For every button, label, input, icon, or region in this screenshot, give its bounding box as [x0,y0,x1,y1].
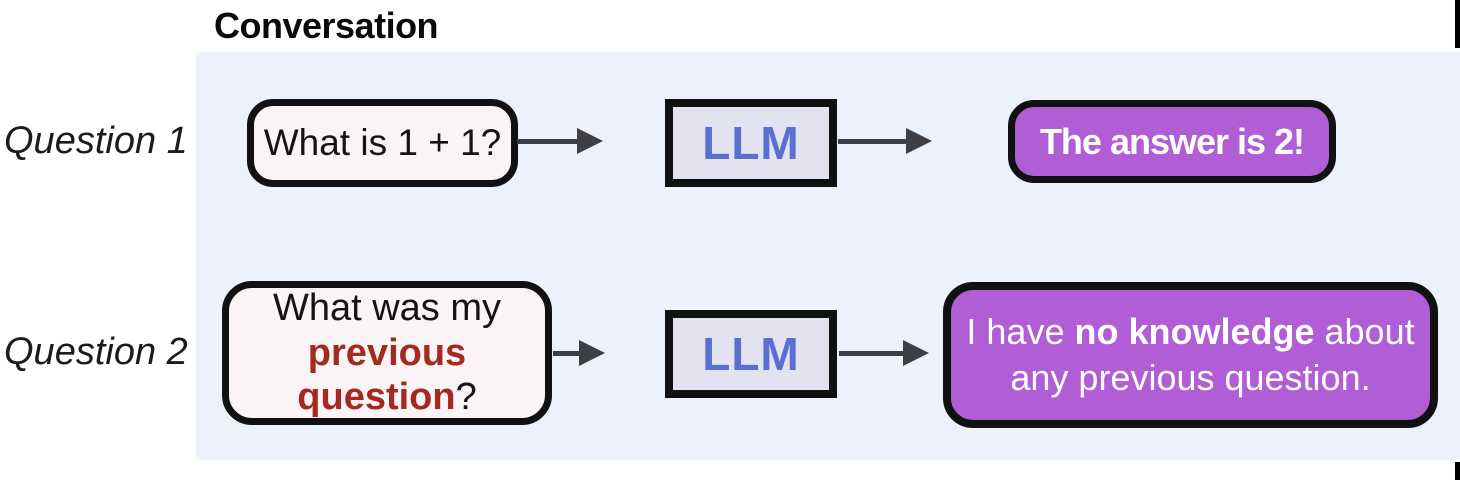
arrow-head-icon [906,128,932,154]
arrow-head-icon [577,128,603,154]
arrow-shaft [838,138,906,144]
answer-2-text: I have no knowledge about any previous q… [966,309,1414,400]
answer-2-line-2: any previous question. [1010,357,1371,398]
llm-box-row-2: LLM [665,310,837,398]
question-2-text: What was my previous question? [229,286,545,420]
answer-1-bubble: The answer is 2! [1008,100,1336,183]
question-1-text: What is 1 + 1? [263,122,502,163]
question-2-line-2: previous question? [229,331,545,421]
screen-edge-bar-top [1455,0,1460,48]
arrow-head-icon [903,340,929,366]
answer-2-post: about [1314,311,1415,353]
arrow-right-icon [839,340,929,366]
screen-edge-bar-bottom [1455,462,1460,480]
answer-1-text: The answer is 2! [1039,120,1305,162]
answer-2-pre: I have [966,311,1075,353]
arrow-shaft [553,350,579,356]
llm-box-row-1: LLM [665,99,837,187]
arrow-head-icon [579,340,605,366]
question-2-bubble: What was my previous question? [222,281,552,425]
arrow-right-icon [553,340,605,366]
answer-2-line-1: I have no knowledge about [966,309,1414,355]
llm-label: LLM [702,117,800,169]
arrow-right-icon [838,128,932,154]
question-2-suffix: ? [455,376,477,419]
row-label-question-2: Question 2 [4,331,188,373]
row-label-question-1: Question 1 [4,120,188,162]
llm-label: LLM [702,328,800,380]
arrow-shaft [517,138,577,144]
answer-2-bubble: I have no knowledge about any previous q… [943,282,1438,428]
answer-2-bold: no knowledge [1074,311,1315,353]
question-2-line-1: What was my [272,286,502,329]
question-2-highlight: previous question [297,331,467,419]
arrow-shaft [839,350,903,356]
question-1-bubble: What is 1 + 1? [247,99,518,187]
arrow-right-icon [517,128,603,154]
diagram-title: Conversation [214,5,439,46]
